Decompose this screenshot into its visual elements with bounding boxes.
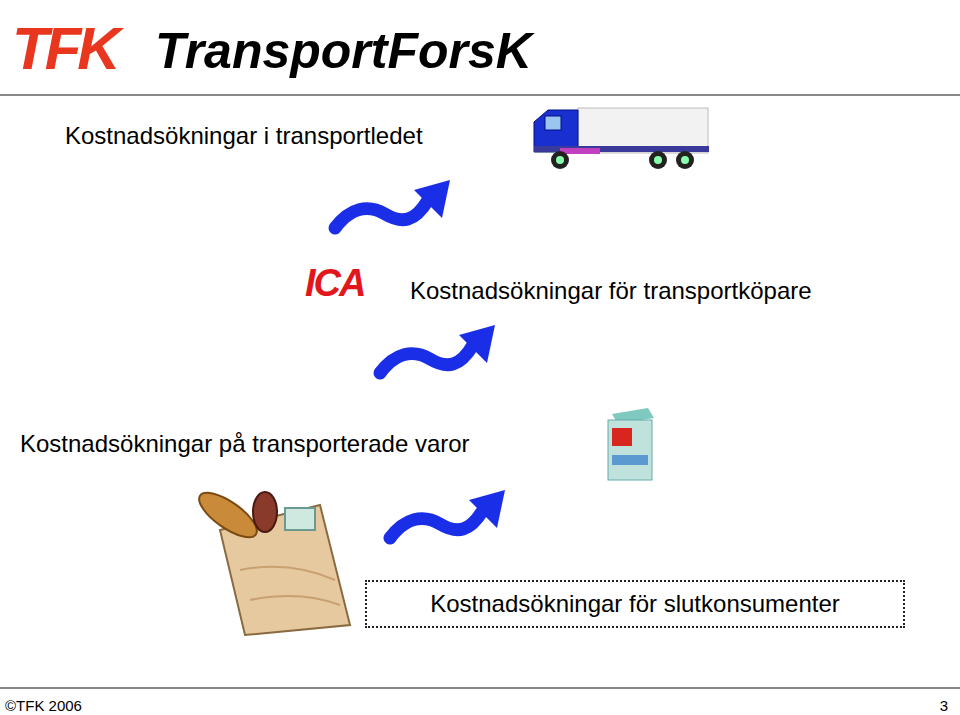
- trend-arrow: [380, 325, 495, 373]
- trend-arrow: [335, 180, 450, 228]
- trend-arrow: [390, 490, 505, 538]
- page-number: 3: [940, 697, 948, 714]
- consumer-box: Kostnadsökningar för slutkonsumenter: [365, 580, 905, 628]
- logo-text: ICA: [305, 262, 364, 305]
- grocery-bag: [193, 485, 350, 635]
- page-title: TransportForsK: [155, 22, 532, 80]
- milk-carton: [608, 408, 654, 480]
- box-text-group: Kostnadsökningar för slutkonsumenter: [367, 582, 903, 626]
- chain-step: Kostnadsökningar för transportköpare: [410, 277, 812, 305]
- box-text: Kostnadsökningar för slutkonsumenter: [430, 590, 840, 618]
- chain-step: Kostnadsökningar på transporterade varor: [20, 430, 470, 458]
- chain-step: Kostnadsökningar i transportledet: [65, 122, 423, 150]
- footer-rule: [0, 687, 960, 689]
- header-rule: [0, 94, 960, 96]
- logo-text: TFK: [12, 14, 117, 83]
- footer-text: ©TFK 2006: [5, 697, 82, 714]
- truck-icon: [534, 108, 709, 169]
